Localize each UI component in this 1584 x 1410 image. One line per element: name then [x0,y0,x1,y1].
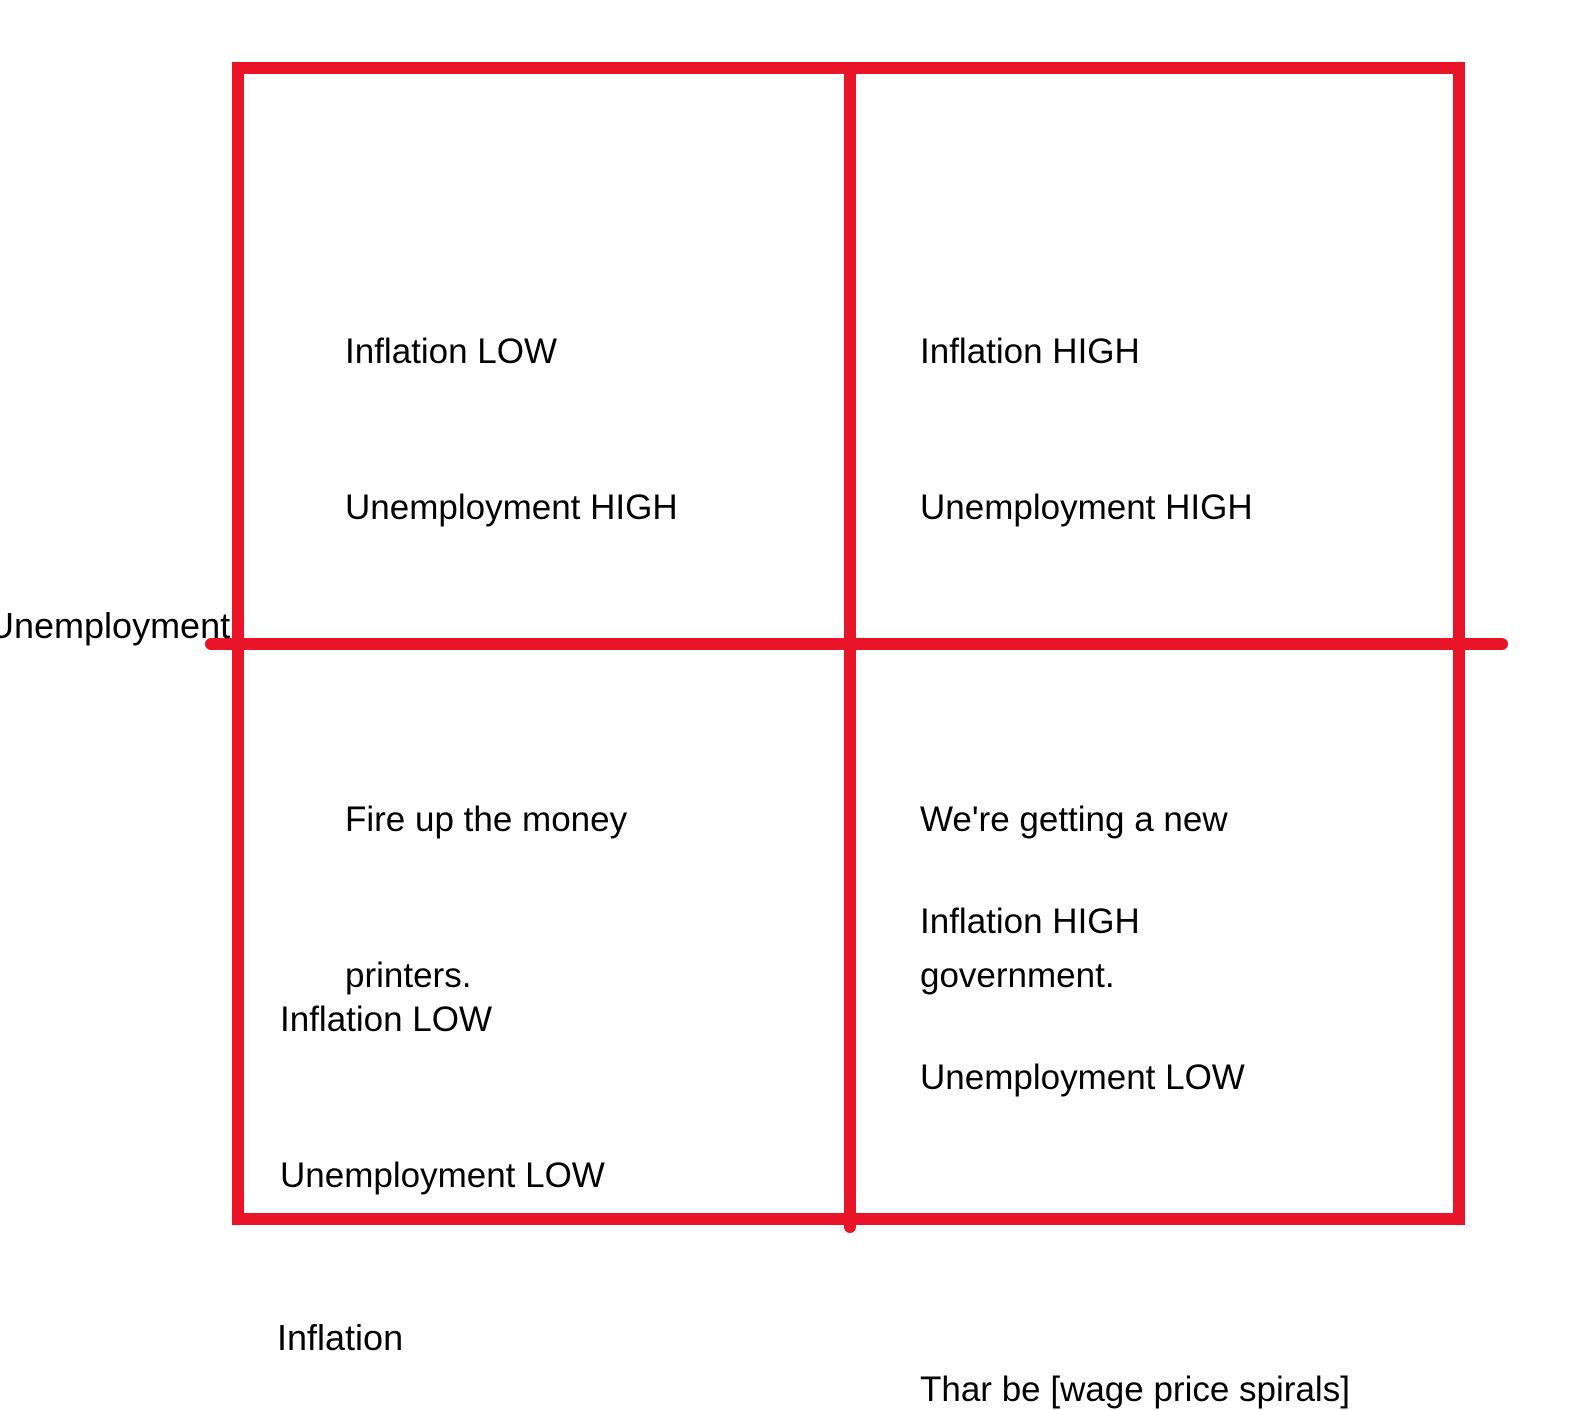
y-axis-label: Unemployment [0,605,231,646]
quadrant-bottom-left-condition-line-2: Unemployment LOW [280,1156,605,1195]
quadrant-top-right-condition-line-2: Unemployment HIGH [920,488,1253,527]
quadrant-top-left-spacer [345,638,678,690]
quadrant-top-left-comment-line-1: Fire up the money [345,800,628,839]
quadrant-top-right-spacer [920,638,1253,690]
quadrant-top-right: Inflation HIGH Unemployment HIGH We're g… [920,222,1253,1106]
quadrant-top-left: Inflation LOW Unemployment HIGH Fire up … [345,222,678,1106]
quadrant-top-right-comment-line-2: government. [920,956,1115,995]
horizontal-axis-divider [205,638,1508,650]
x-axis-label: Inflation [277,1317,404,1358]
quadrant-bottom-left-condition-line-1: Inflation LOW [280,1000,493,1039]
quadrant-top-right-comment-line-1: We're getting a new [920,800,1228,839]
quadrant-bottom-right-condition-line-1: Inflation HIGH [920,902,1140,941]
quadrant-top-left-condition-line-2: Unemployment HIGH [345,488,678,527]
quadrant-top-left-comment-line-2: printers. [345,956,472,995]
quadrant-bottom-right: Inflation HIGH Unemployment LOW Thar be … [920,792,1350,1410]
quadrant-top-left-condition-line-1: Inflation LOW [345,332,558,371]
quadrant-bottom-right-comment-line-1: Thar be [wage price spirals] [920,1370,1350,1409]
quadrant-bottom-right-spacer [920,1208,1350,1260]
quadrant-top-right-condition-line-1: Inflation HIGH [920,332,1140,371]
quadrant-bottom-right-condition-line-2: Unemployment LOW [920,1058,1245,1097]
quadrant-bottom-left: Inflation LOW Unemployment LOW Let the g… [280,890,634,1410]
